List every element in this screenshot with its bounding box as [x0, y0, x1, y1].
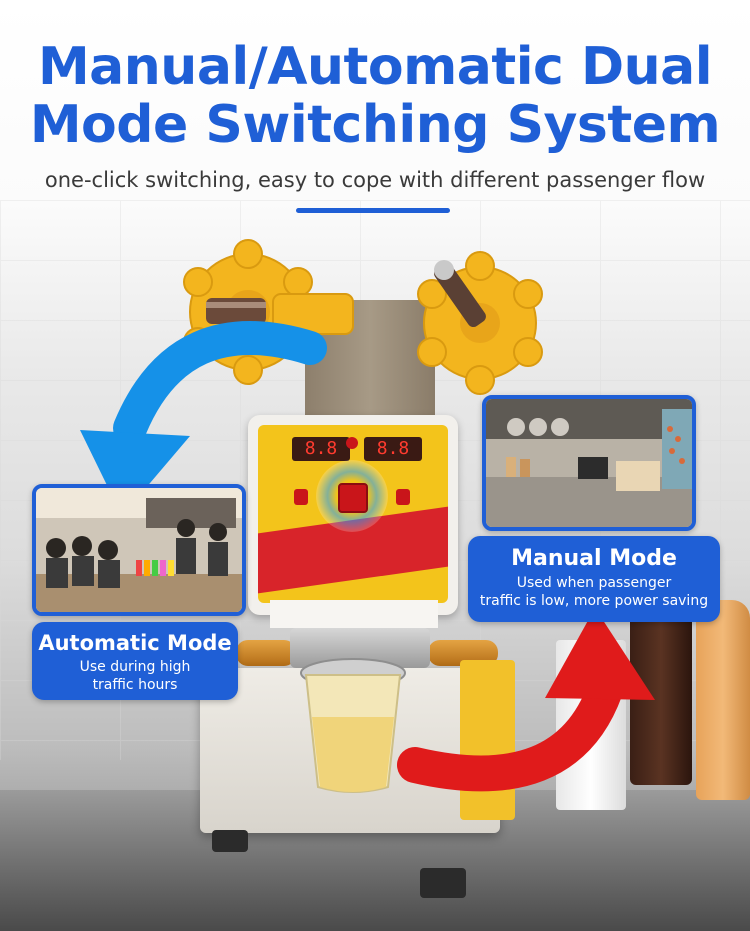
machine-label-strip	[270, 600, 438, 628]
mode-switch-button[interactable]	[338, 483, 368, 513]
sealed-cup	[300, 658, 406, 793]
digital-display-right: 8.8	[364, 437, 422, 461]
panel-button-right[interactable]	[396, 489, 410, 505]
manual-mode-title: Manual Mode	[511, 546, 677, 571]
manual-mode-card: Manual Mode Used when passenger traffic …	[468, 536, 720, 622]
automatic-mode-description: Use during high traffic hours	[32, 658, 238, 694]
indicator-light	[346, 437, 358, 449]
sealer-side-panel	[460, 660, 515, 820]
panel-button-left[interactable]	[294, 489, 308, 505]
quiet-shop-illustration	[486, 399, 692, 527]
film-reel-right	[417, 251, 543, 395]
red-curved-arrow-icon	[397, 608, 655, 792]
syrup-bottle-orange	[696, 600, 750, 800]
subtitle: one-click switching, easy to cope with d…	[44, 168, 706, 192]
automatic-mode-description-line-2: traffic hours	[92, 677, 178, 693]
control-panel: 8.8 8.8	[258, 425, 448, 603]
title-underline	[296, 208, 450, 213]
automatic-mode-description-line-1: Use during high	[79, 659, 191, 675]
manual-mode-description-line-2: traffic is low, more power saving	[479, 593, 709, 609]
manual-mode-photo	[482, 395, 696, 531]
machine-foot-right	[420, 868, 466, 898]
headline: Manual/Automatic Dual Mode Switching Sys…	[0, 38, 750, 154]
busy-shop-illustration	[36, 488, 242, 612]
machine-foot-left	[212, 830, 248, 852]
automatic-mode-photo	[32, 484, 246, 616]
automatic-mode-title: Automatic Mode	[38, 631, 232, 655]
blue-curved-arrow-icon	[80, 321, 327, 516]
headline-line-2: Mode Switching System	[29, 95, 721, 155]
manual-mode-description-line-1: Used when passenger	[516, 575, 672, 591]
automatic-mode-card: Automatic Mode Use during high traffic h…	[32, 622, 238, 700]
digital-display-left: 8.8	[292, 437, 350, 461]
manual-mode-description: Used when passenger traffic is low, more…	[468, 574, 720, 610]
headline-line-1: Manual/Automatic Dual	[37, 37, 713, 97]
roller-left	[236, 640, 296, 666]
